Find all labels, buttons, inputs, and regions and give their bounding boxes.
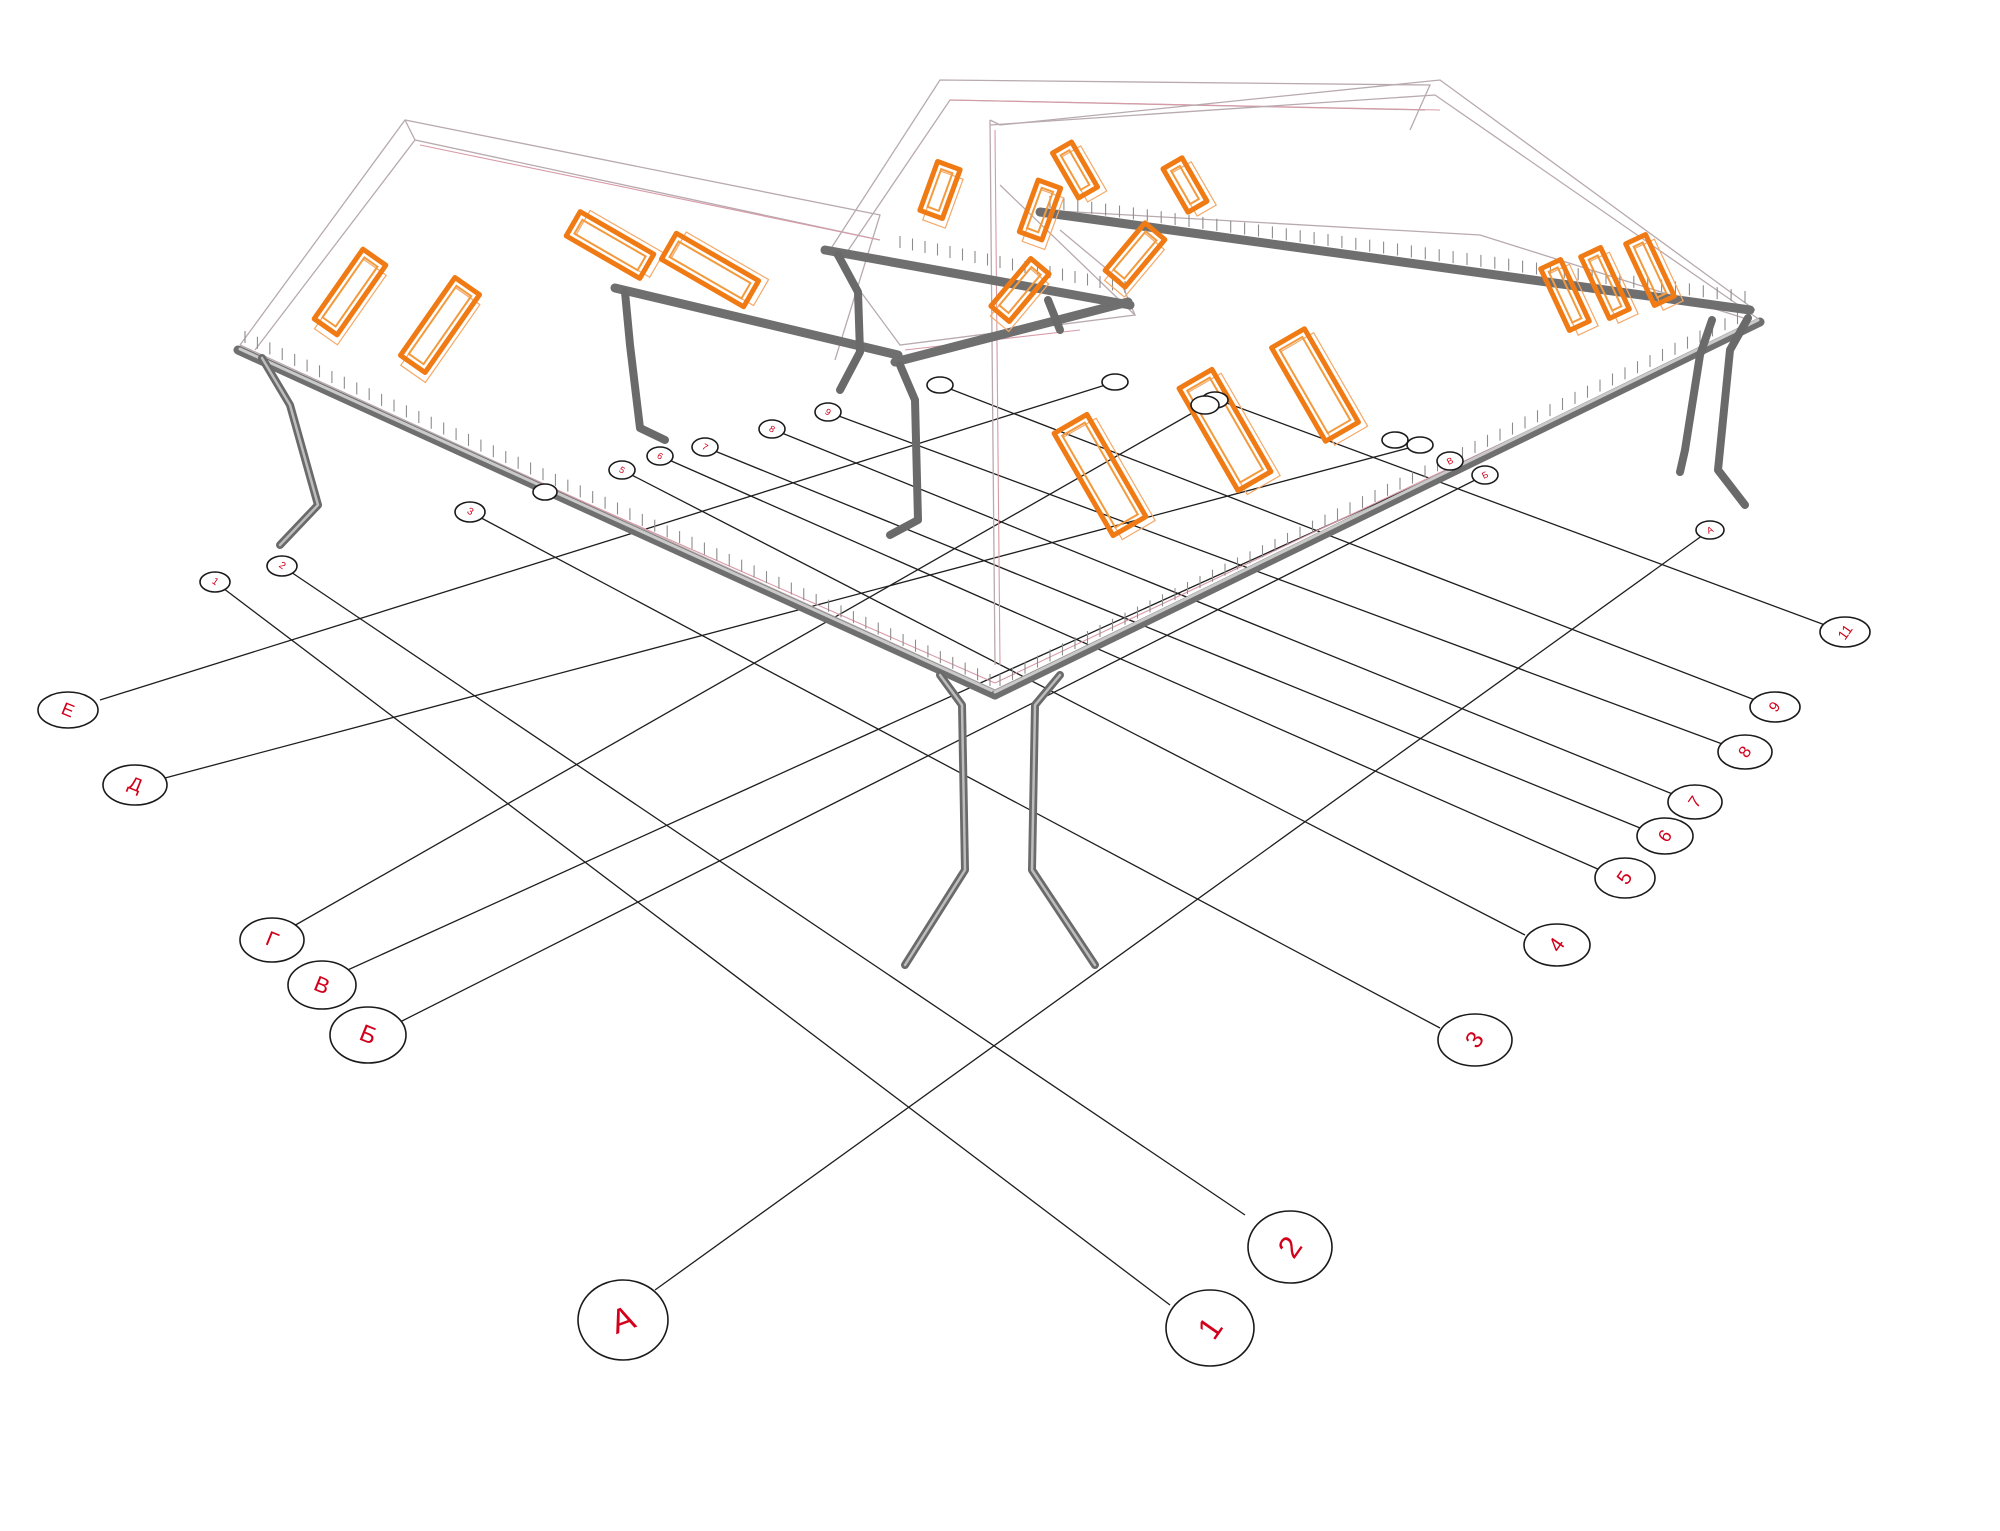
axis-bubble-G: Г	[239, 917, 305, 963]
marker-1: 1	[199, 571, 231, 593]
downpipes	[258, 251, 1752, 969]
axis-line-7	[771, 428, 1676, 796]
marker-3: 3	[454, 501, 486, 523]
axis-line-4	[621, 469, 1526, 936]
axis-bubbles-letters: Е Д Г В Б А	[37, 691, 669, 1361]
svg-text:5: 5	[617, 464, 626, 475]
gutter-front-left	[233, 345, 1000, 700]
gutters	[233, 207, 1765, 700]
marker-A: А	[1695, 520, 1725, 540]
small-grid-markers: 1 2 3 5 6 7 8 9 Б В А	[199, 373, 1725, 593]
downpipe-right-a	[1676, 316, 1716, 476]
axis-line-G	[277, 399, 1216, 936]
downpipe-back-mid	[1044, 296, 1064, 334]
gutter-inner-left	[610, 283, 903, 360]
marker-6: 6	[646, 446, 674, 466]
axis-line-E	[99, 381, 1116, 701]
axis-bubble-8: 8	[1717, 734, 1773, 770]
axis-bubble-2: 2	[1247, 1210, 1333, 1284]
axis-bubbles-numbers: 1 2 3 4 5 6 7 8	[1165, 616, 1871, 1367]
svg-text:9: 9	[823, 406, 832, 417]
marker-8: 8	[758, 419, 786, 439]
snow-guard-ticks	[244, 196, 1751, 686]
axis-line-D	[164, 444, 1421, 779]
axis-line-A	[654, 529, 1711, 1291]
marker-5: 5	[608, 460, 636, 480]
axis-bubble-7: 7	[1667, 784, 1723, 820]
roof-outline	[239, 79, 1761, 691]
downpipe-inner-mid	[886, 361, 922, 539]
axis-bubble-B: Б	[329, 1006, 407, 1064]
svg-text:В: В	[1445, 455, 1455, 467]
axis-line-5	[659, 455, 1601, 871]
svg-text:3: 3	[465, 506, 476, 519]
gutter-back-left	[820, 245, 1135, 310]
gutter-front-right	[990, 317, 1765, 700]
axis-bubble-9: 9	[1749, 691, 1801, 723]
svg-text:8: 8	[767, 423, 776, 434]
marker-B: Б	[1471, 465, 1499, 485]
axis-line-3	[469, 511, 1441, 1029]
axis-line-11	[1204, 394, 1826, 626]
downpipe-corner-left	[901, 671, 969, 969]
axis-bubble-6: 6	[1636, 817, 1694, 855]
svg-text:1: 1	[210, 576, 221, 588]
axis-line-9	[939, 384, 1756, 701]
svg-text:Б: Б	[1480, 469, 1490, 481]
axis-bubble-1: 1	[1165, 1289, 1255, 1367]
axis-line-6	[704, 446, 1646, 831]
downpipe-inner-left	[621, 288, 669, 444]
axis-bubble-A: А	[577, 1279, 669, 1361]
roof-windows	[311, 139, 1684, 541]
axis-line-1	[214, 581, 1171, 1306]
downpipe-back-left	[834, 251, 864, 394]
axis-line-B	[399, 474, 1486, 1023]
downpipe-corner-right	[1028, 671, 1099, 969]
svg-text:2: 2	[277, 560, 288, 572]
gutter-back-right	[1035, 207, 1755, 315]
marker-V: В	[1436, 451, 1464, 471]
marker-9: 9	[814, 402, 842, 422]
axis-bubble-11: 11	[1819, 616, 1871, 648]
svg-text:А: А	[1705, 524, 1715, 536]
svg-text:6: 6	[655, 450, 664, 461]
axis-line-2	[281, 565, 1246, 1216]
marker-7: 7	[691, 437, 719, 457]
axis-grid-lines	[99, 381, 1826, 1306]
axis-bubble-V: В	[287, 960, 357, 1010]
svg-text:7: 7	[700, 441, 709, 452]
axis-bubble-5: 5	[1594, 857, 1656, 899]
gutter-inner-mid	[890, 297, 1133, 367]
axis-line-V	[329, 469, 1451, 979]
axis-line-8	[827, 411, 1726, 746]
axis-bubble-E: Е	[37, 691, 99, 729]
downpipe-right-b	[1714, 314, 1752, 509]
axis-bubble-4: 4	[1523, 923, 1591, 967]
axis-bubble-3: 3	[1437, 1013, 1513, 1067]
axis-bubble-D: Д	[102, 764, 168, 806]
marker-2: 2	[266, 555, 298, 577]
